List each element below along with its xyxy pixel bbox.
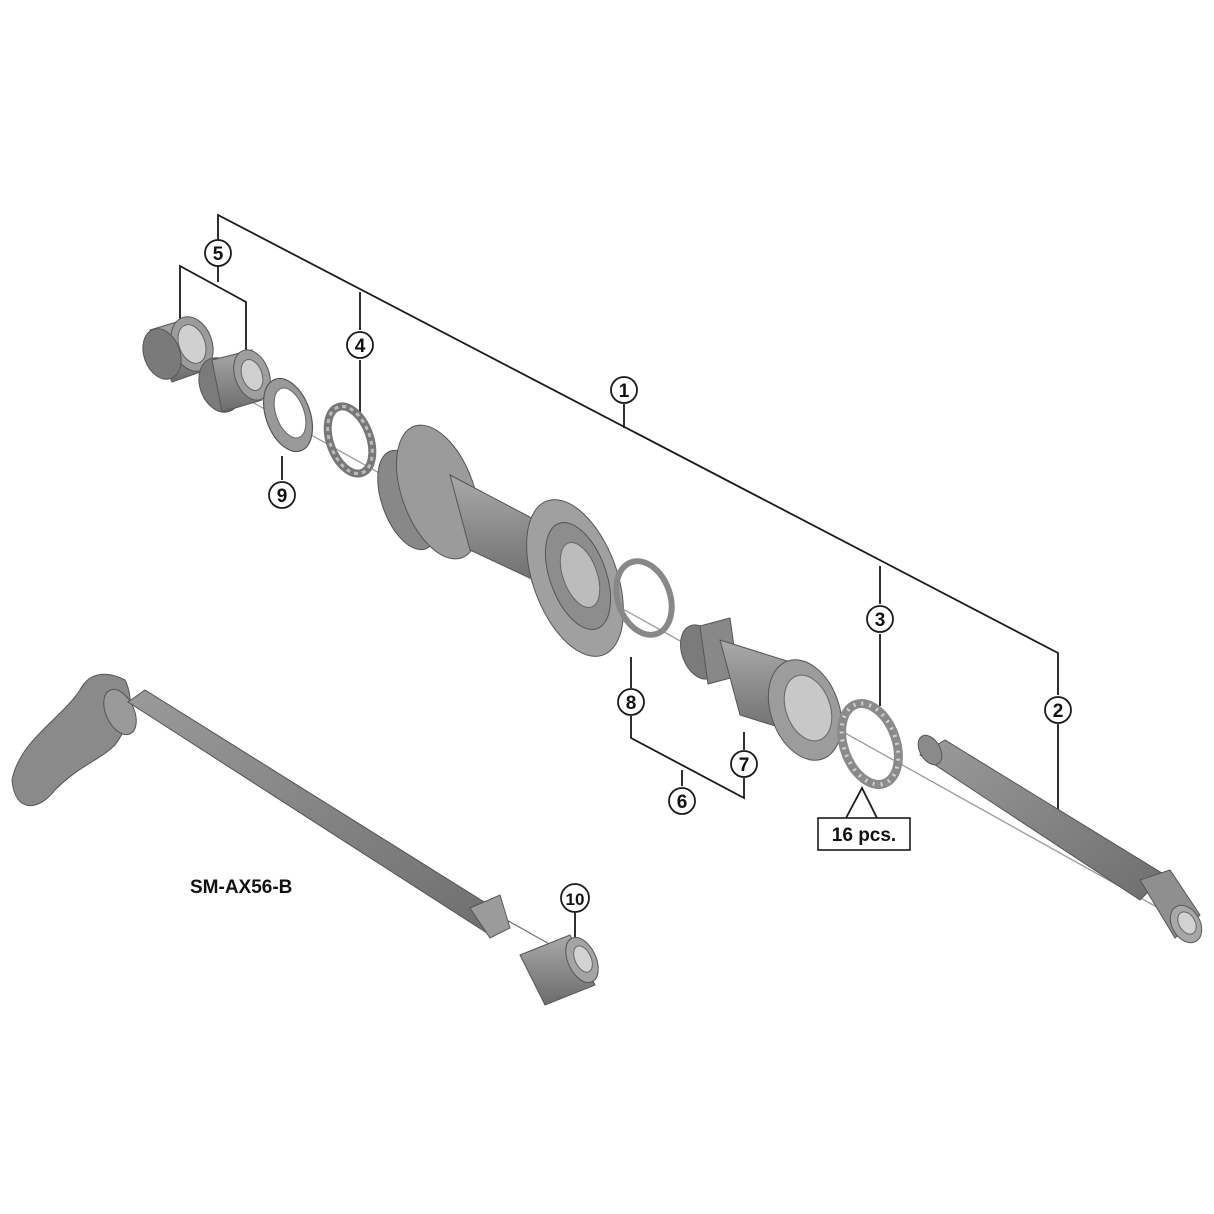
quantity-note-box: 16 pcs.	[817, 817, 911, 851]
part-10-axle-nut	[519, 934, 599, 1006]
part-5-cone	[198, 349, 271, 413]
model-label: SM-AX56-B	[190, 877, 292, 898]
callout-10: 10	[560, 883, 590, 913]
callout-7: 7	[730, 750, 758, 778]
callout-8: 8	[617, 688, 645, 716]
part-3-steel-balls	[837, 699, 903, 789]
svg-text:10: 10	[566, 890, 585, 909]
svg-text:3: 3	[875, 610, 886, 631]
part-9-washer	[262, 377, 314, 453]
callout-9: 9	[268, 481, 296, 509]
svg-text:16 pcs.: 16 pcs.	[832, 825, 896, 846]
part-2-hub-axle	[917, 734, 1203, 944]
part-5-spacer-tube	[142, 316, 214, 383]
part-thru-axle-sm-ax56-b	[11, 673, 511, 939]
svg-text:2: 2	[1053, 701, 1064, 722]
leader-lines	[179, 213, 1059, 940]
svg-text:5: 5	[213, 244, 224, 265]
svg-text:7: 7	[739, 755, 750, 776]
callout-2: 2	[1044, 696, 1072, 724]
callout-3: 3	[866, 605, 894, 633]
part-1-hub-body	[377, 424, 624, 657]
callout-1: 1	[610, 376, 638, 404]
callout-5: 5	[204, 239, 232, 267]
svg-text:6: 6	[677, 792, 688, 813]
callout-6: 6	[668, 787, 696, 815]
part-4-bearing-retainer	[323, 402, 377, 478]
part-8-spacer-ring	[613, 558, 675, 638]
svg-text:8: 8	[626, 693, 637, 714]
svg-text:4: 4	[355, 336, 366, 357]
svg-text:9: 9	[277, 486, 288, 507]
callout-4: 4	[346, 331, 374, 359]
part-7-freehub-body	[680, 617, 843, 761]
svg-text:1: 1	[619, 381, 630, 402]
